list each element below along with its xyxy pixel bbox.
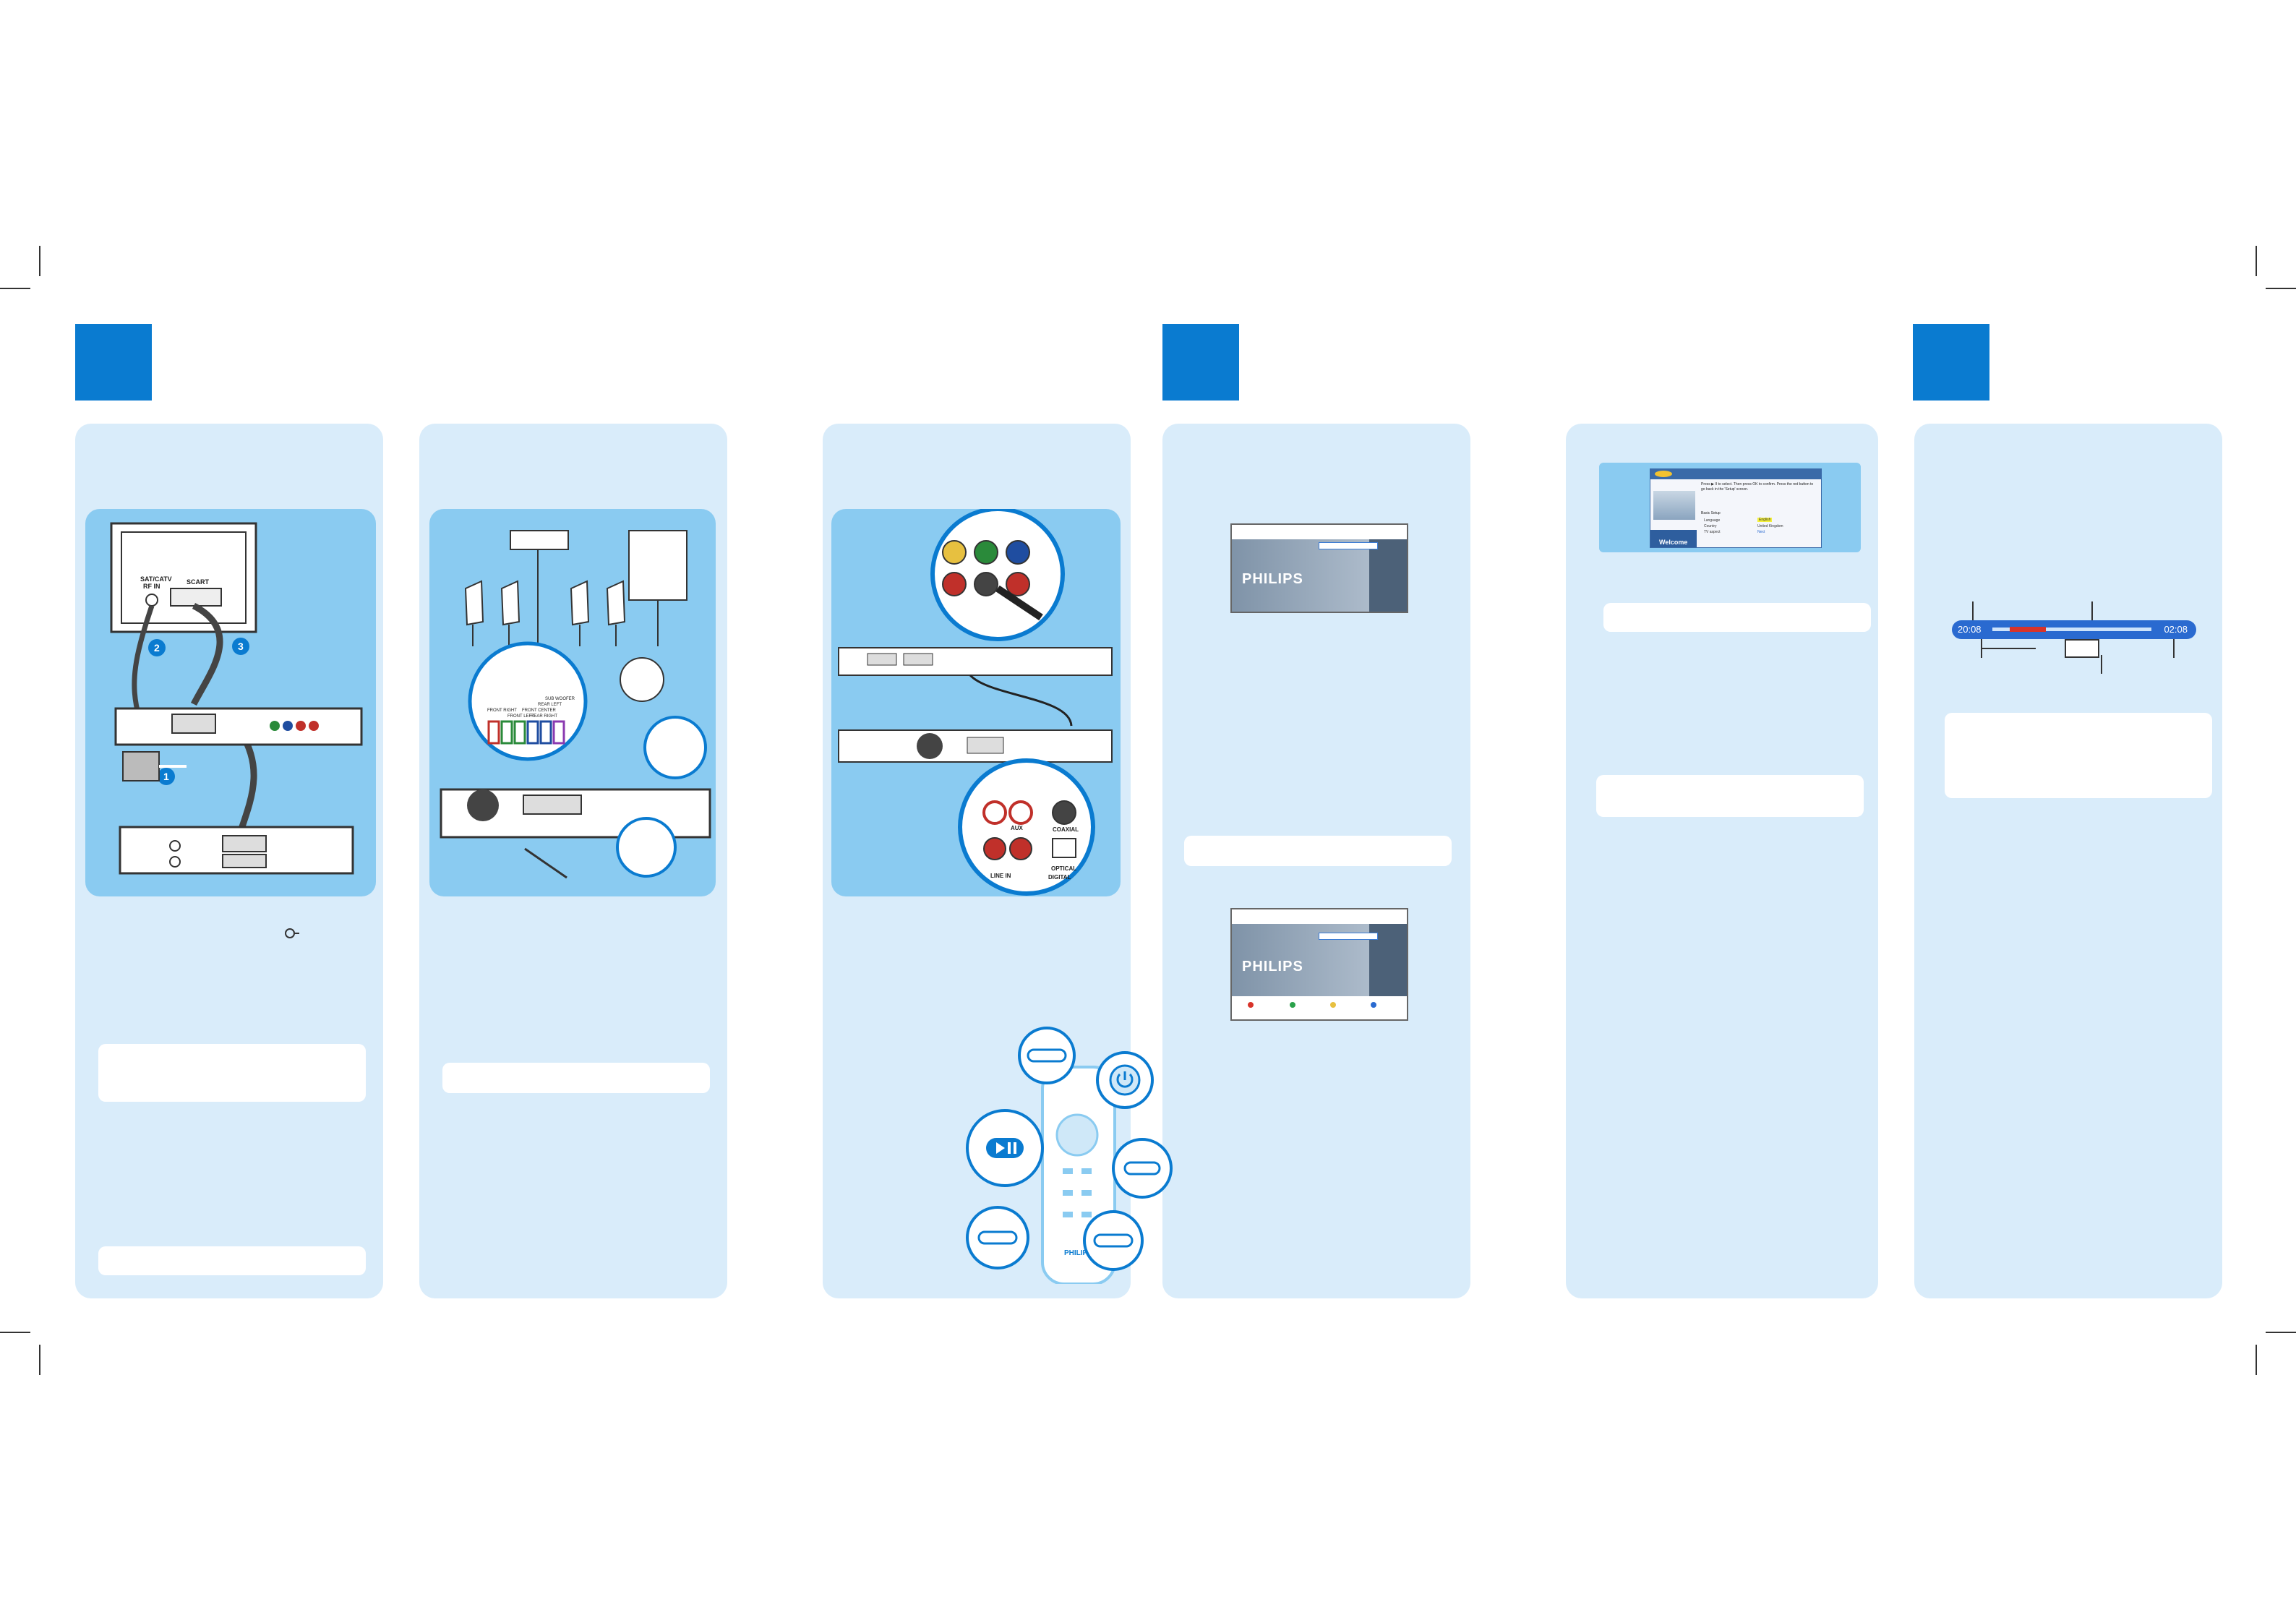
speaker-label-rl: REAR LEFT bbox=[538, 703, 562, 707]
speaker-label-rr: REAR RIGHT bbox=[531, 714, 557, 719]
crop-mark bbox=[2256, 246, 2257, 276]
aux-label: AUX bbox=[1011, 825, 1024, 831]
optical-label: OPTICAL bbox=[1051, 865, 1076, 872]
speaker-label-fl: FRONT LEFT bbox=[507, 714, 534, 719]
tv-scart-label: SCART bbox=[187, 578, 210, 586]
welcome-row-value: English bbox=[1757, 518, 1773, 522]
play-pause-icon[interactable] bbox=[966, 1109, 1044, 1187]
step-badge-3: 3 bbox=[238, 641, 244, 652]
progress-fill bbox=[2010, 627, 2046, 632]
speaker-label-sw: SUB WOOFER bbox=[545, 697, 575, 701]
speaker-label-fc: FRONT CENTER bbox=[522, 708, 557, 713]
callout-line bbox=[1981, 648, 2036, 649]
antenna-icon bbox=[285, 928, 299, 938]
setup-menu-screen-1: PHILIPS bbox=[1230, 523, 1408, 613]
callout-box bbox=[2065, 639, 2099, 658]
speaker-connection-illustration: FRONT RIGHT FRONT LEFT FRONT CENTER REAR… bbox=[429, 509, 716, 896]
audio-connection-illustration: AUX COAXIAL OPTICAL LINE IN DIGITAL bbox=[831, 509, 1121, 896]
yellow-button-dot bbox=[1330, 1002, 1336, 1008]
philips-logo: PHILIPS bbox=[1242, 959, 1303, 975]
welcome-screen-frame: Welcome Press ▶ II to select. Then press… bbox=[1599, 463, 1861, 552]
step-badge-2: 2 bbox=[154, 642, 160, 654]
tv-connection-illustration: SAT/CATV RF IN SCART 2 3 1 bbox=[85, 509, 376, 896]
crop-mark bbox=[39, 246, 40, 276]
welcome-row-value: Next bbox=[1757, 530, 1765, 534]
callout-line bbox=[2173, 639, 2175, 658]
welcome-basic-setup: Basic Setup bbox=[1701, 511, 1721, 515]
playback-time-bar: 20:08 02:08 bbox=[1952, 620, 2196, 639]
welcome-title: Welcome bbox=[1659, 539, 1688, 546]
remote-control-illustration: PHILIPS bbox=[966, 1027, 1173, 1284]
welcome-screen: Welcome Press ▶ II to select. Then press… bbox=[1650, 468, 1822, 548]
panel-welcome bbox=[1566, 424, 1878, 1298]
welcome-row-label: Language bbox=[1704, 518, 1721, 523]
red-button-dot bbox=[1248, 1002, 1254, 1008]
section-marker-2 bbox=[1162, 324, 1239, 401]
note-box-tv-2 bbox=[98, 1246, 366, 1275]
philips-logo: PHILIPS bbox=[1242, 571, 1303, 587]
remote-brand: PHILIPS bbox=[1064, 1249, 1092, 1257]
crop-mark bbox=[0, 1332, 30, 1333]
section-marker-3 bbox=[1913, 324, 1989, 401]
welcome-intro: Press ▶ II to select. Then press OK to c… bbox=[1701, 482, 1814, 492]
crop-mark bbox=[0, 288, 30, 289]
callout-line bbox=[2101, 655, 2102, 674]
panel-playback bbox=[1914, 424, 2222, 1298]
note-box-setup bbox=[1184, 836, 1452, 866]
tv-port-label-2: RF IN bbox=[143, 583, 160, 590]
section-marker-1 bbox=[75, 324, 152, 401]
welcome-row-label: TV aspect bbox=[1704, 530, 1721, 534]
note-box-playback bbox=[1945, 713, 2212, 798]
crop-mark bbox=[2266, 1332, 2296, 1333]
audio-diagram: AUX COAXIAL OPTICAL LINE IN DIGITAL bbox=[838, 509, 1113, 896]
note-box-tv-1 bbox=[98, 1044, 366, 1102]
note-box-welcome-1 bbox=[1603, 603, 1871, 632]
crop-mark bbox=[2256, 1345, 2257, 1375]
green-button-dot bbox=[1290, 1002, 1295, 1008]
remaining-time: 02:08 bbox=[2164, 624, 2188, 635]
coaxial-label: COAXIAL bbox=[1053, 826, 1079, 833]
speaker-label-fr: FRONT RIGHT bbox=[487, 708, 517, 713]
blue-button-dot bbox=[1371, 1002, 1376, 1008]
welcome-row-label: Country bbox=[1704, 524, 1717, 528]
tv-connection-diagram: SAT/CATV RF IN SCART 2 3 1 bbox=[110, 522, 363, 875]
tv-port-label-1: SAT/CATV bbox=[140, 575, 172, 583]
setup-menu-screen-2: PHILIPS bbox=[1230, 908, 1408, 1021]
welcome-row-value: United Kingdom bbox=[1757, 524, 1783, 528]
speaker-diagram: FRONT RIGHT FRONT LEFT FRONT CENTER REAR… bbox=[440, 530, 711, 879]
crop-mark bbox=[2266, 288, 2296, 289]
crop-mark bbox=[39, 1345, 40, 1375]
callout-line bbox=[2091, 601, 2093, 620]
step-badge-1: 1 bbox=[163, 771, 169, 782]
digital-label: DIGITAL bbox=[1048, 874, 1071, 881]
line-in-label: LINE IN bbox=[990, 873, 1011, 879]
note-box-welcome-2 bbox=[1596, 775, 1864, 817]
elapsed-time: 20:08 bbox=[1958, 624, 1982, 635]
power-icon[interactable] bbox=[1096, 1051, 1154, 1109]
note-box-speakers bbox=[442, 1063, 710, 1093]
callout-line bbox=[1972, 601, 1974, 620]
